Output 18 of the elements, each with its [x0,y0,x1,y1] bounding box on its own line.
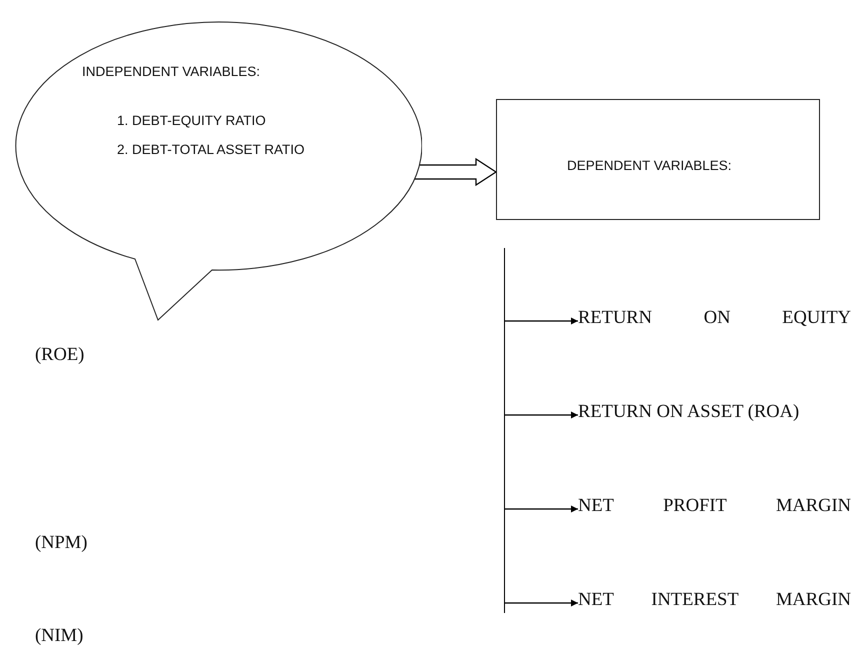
vertical-line [504,248,506,613]
process-box [496,99,820,220]
arrow [505,318,578,324]
heading: DEPENDENT VARIABLES: [567,158,732,173]
heading: INDEPENDENT VARIABLES: [82,64,260,79]
arrow [505,412,578,418]
item-label: RETURN ON ASSET (ROA) [578,402,851,426]
list-item: 1. DEBT-EQUITY RATIO [117,112,267,130]
abbreviation: (NPM) [35,533,88,554]
arrow [505,600,578,606]
item-label: NET PROFIT MARGIN [578,496,851,520]
block-arrow [413,158,498,186]
abbreviation: (NIM) [35,626,84,647]
arrow [505,506,578,512]
list-item: 2. DEBT-TOTAL ASSET RATIO [117,141,306,159]
item-label: NET INTEREST MARGIN [578,590,851,614]
item-label: RETURN ON EQUITY [578,308,851,332]
abbreviation: (ROE) [35,345,84,366]
